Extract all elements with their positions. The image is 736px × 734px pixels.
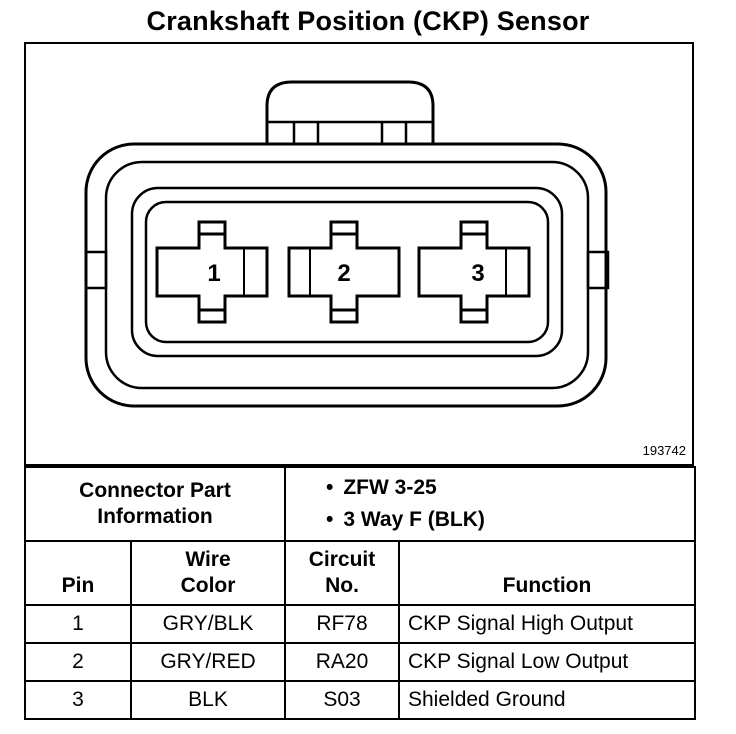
- header-pin: Pin: [24, 540, 132, 606]
- header-function: Function: [397, 540, 697, 606]
- circuit-cell: S03: [284, 680, 400, 720]
- pin-cell: 1: [24, 604, 132, 644]
- table-row: 3 BLK S03 Shielded Ground: [24, 680, 697, 720]
- connector-table: Connector Part Information ZFW 3-25 3 Wa…: [24, 466, 697, 720]
- pin-label-2: 2: [337, 260, 350, 287]
- function-cell: CKP Signal High Output: [397, 604, 697, 644]
- connector-frame: 1 2 3 193742: [24, 42, 694, 466]
- connector-info-label: Connector Part Information: [24, 466, 286, 542]
- connector-drawing: 1 2 3: [84, 80, 610, 408]
- function-cell: Shielded Ground: [397, 680, 697, 720]
- header-wire-color: Wire Color: [130, 540, 286, 606]
- circuit-cell: RA20: [284, 642, 400, 682]
- terminal-pin-3: [417, 220, 531, 324]
- wire-color-cell: BLK: [130, 680, 286, 720]
- diagram-title: Crankshaft Position (CKP) Sensor: [146, 6, 590, 36]
- pin-cell: 2: [24, 642, 132, 682]
- right-key: [586, 250, 610, 290]
- function-cell: CKP Signal Low Output: [397, 642, 697, 682]
- figure-number: 193742: [642, 443, 686, 458]
- header-circuit: Circuit No.: [284, 540, 400, 606]
- pin-cell: 3: [24, 680, 132, 720]
- pin-label-1: 1: [207, 260, 220, 287]
- left-key: [84, 250, 108, 290]
- wire-color-cell: GRY/BLK: [130, 604, 286, 644]
- terminal-pin-1: [155, 220, 269, 324]
- wire-color-cell: GRY/RED: [130, 642, 286, 682]
- table-row: 2 GRY/RED RA20 CKP Signal Low Output: [24, 642, 697, 682]
- connector-housing-inner: [130, 186, 564, 358]
- connector-cavity-wall: [144, 200, 550, 344]
- pin-label-3: 3: [471, 260, 484, 287]
- circuit-cell: RF78: [284, 604, 400, 644]
- connector-info-item: 3 Way F (BLK): [326, 504, 693, 536]
- table-header-row: Pin Wire Color Circuit No. Function: [24, 540, 697, 606]
- connector-info-item: ZFW 3-25: [326, 472, 693, 504]
- table-row: 1 GRY/BLK RF78 CKP Signal High Output: [24, 604, 697, 644]
- connector-latch-tab: [265, 80, 435, 144]
- terminal-pin-2: [287, 220, 401, 324]
- connector-info-row: Connector Part Information ZFW 3-25 3 Wa…: [24, 466, 697, 542]
- connector-info-values: ZFW 3-25 3 Way F (BLK): [283, 466, 697, 542]
